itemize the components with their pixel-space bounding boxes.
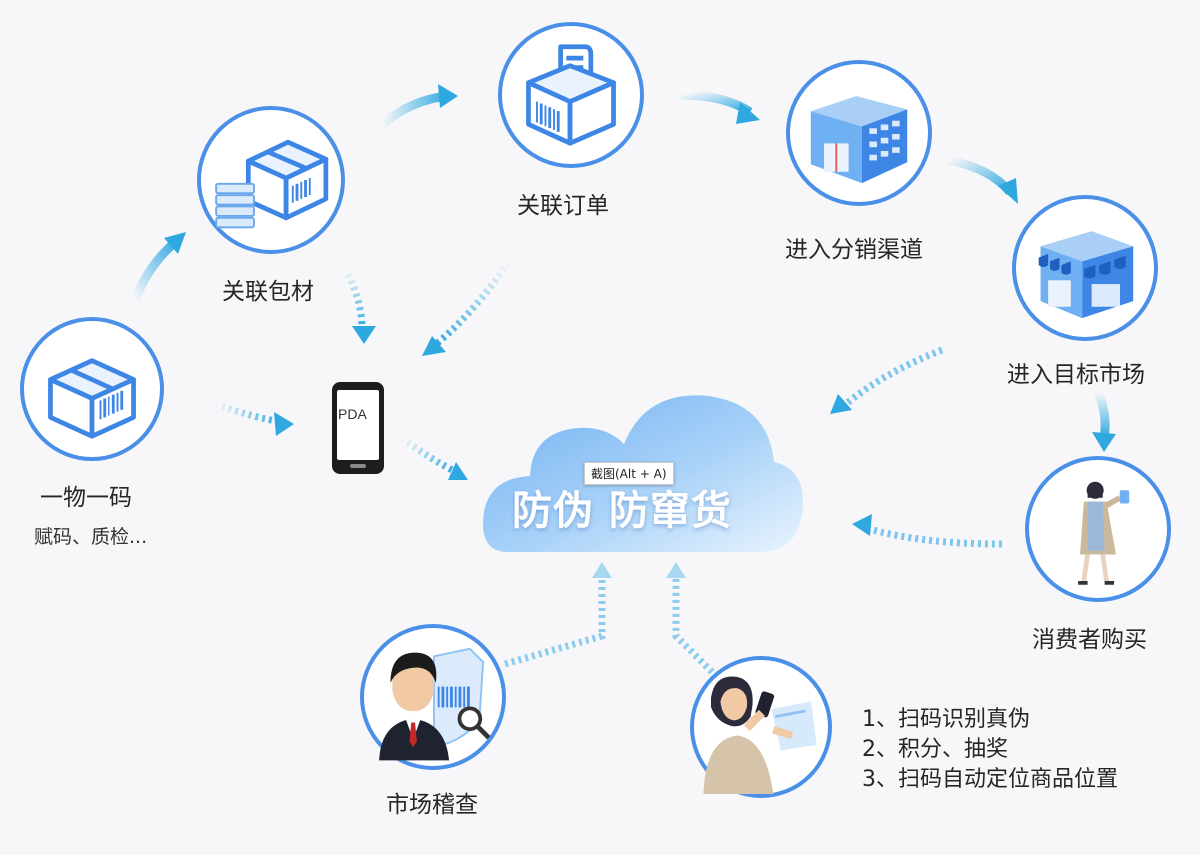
dotted-link-code-to-pda — [213, 400, 283, 426]
dotted-link-pda-to-cloud — [399, 435, 458, 476]
arrow-head — [352, 326, 376, 344]
consumer-woman-icon — [1078, 481, 1130, 585]
pda-label: PDA — [338, 406, 367, 422]
arrow-head — [998, 178, 1018, 204]
cloud-title: 防伪 防窜货 — [512, 488, 732, 534]
node-link-order — [498, 22, 644, 168]
feature-points-lottery: 2、积分、抽奖 — [862, 737, 1008, 762]
arrow-code-to-packaging — [130, 236, 181, 302]
arrow-head — [274, 412, 294, 436]
dotted-link-market-to-cloud-visible — [843, 346, 944, 407]
dotted-link-packaging-to-pda — [341, 266, 366, 329]
screenshot-tooltip: 截图(Alt + A) — [584, 462, 674, 485]
feature-authenticity: 1、扫码识别真伪 — [862, 707, 1030, 732]
dotted-link-scan-to-cloud — [672, 572, 715, 675]
pda-device-icon — [332, 382, 384, 474]
node-one-item-one-code — [20, 317, 164, 461]
node-market-inspection — [360, 624, 506, 770]
dotted-link-order-to-cloud — [432, 260, 511, 348]
sublabel-coding-inspection: 赋码、质检... — [34, 526, 148, 548]
arrow-head — [438, 84, 458, 108]
storefront-icon — [1038, 231, 1134, 319]
arrow-head — [164, 232, 186, 254]
node-consumer — [1025, 456, 1171, 602]
arrow-packaging-to-order — [379, 91, 449, 129]
node-target-market — [1012, 195, 1158, 341]
inspector-icon — [379, 647, 491, 761]
arrow-head — [830, 394, 852, 414]
node-scanning-user — [690, 656, 832, 798]
node-distribution — [786, 60, 932, 206]
arrow-head — [592, 562, 612, 578]
label-link-order: 关联订单 — [517, 193, 609, 219]
feature-locate-product: 3、扫码自动定位商品位置 — [862, 767, 1118, 792]
arrow-head — [852, 514, 872, 536]
arrow-head — [422, 336, 446, 356]
arrow-head — [1092, 432, 1116, 452]
label-target-market: 进入目标市场 — [1007, 362, 1145, 388]
dotted-link-consumer-to-cloud — [865, 524, 1003, 548]
node-link-packaging — [197, 106, 345, 254]
label-distribution: 进入分销渠道 — [785, 237, 923, 263]
dotted-link-inspection-to-cloud — [504, 575, 606, 668]
label-link-packaging: 关联包材 — [222, 279, 314, 305]
label-one-item-one-code: 一物一码 — [40, 485, 132, 511]
barcode-box-icon — [48, 358, 136, 439]
arrow-head — [448, 462, 468, 480]
order-receipt-box-icon — [526, 44, 616, 146]
arrow-head — [666, 562, 686, 578]
arrow-head — [736, 102, 760, 124]
box-with-server-icon — [215, 139, 329, 229]
warehouse-building-icon — [810, 96, 908, 184]
arrow-market-to-consumer — [1093, 390, 1110, 439]
label-consumer: 消费者购买 — [1032, 627, 1147, 653]
label-market-inspection: 市场稽查 — [386, 792, 478, 818]
scanning-phone-user-icon — [703, 676, 817, 794]
